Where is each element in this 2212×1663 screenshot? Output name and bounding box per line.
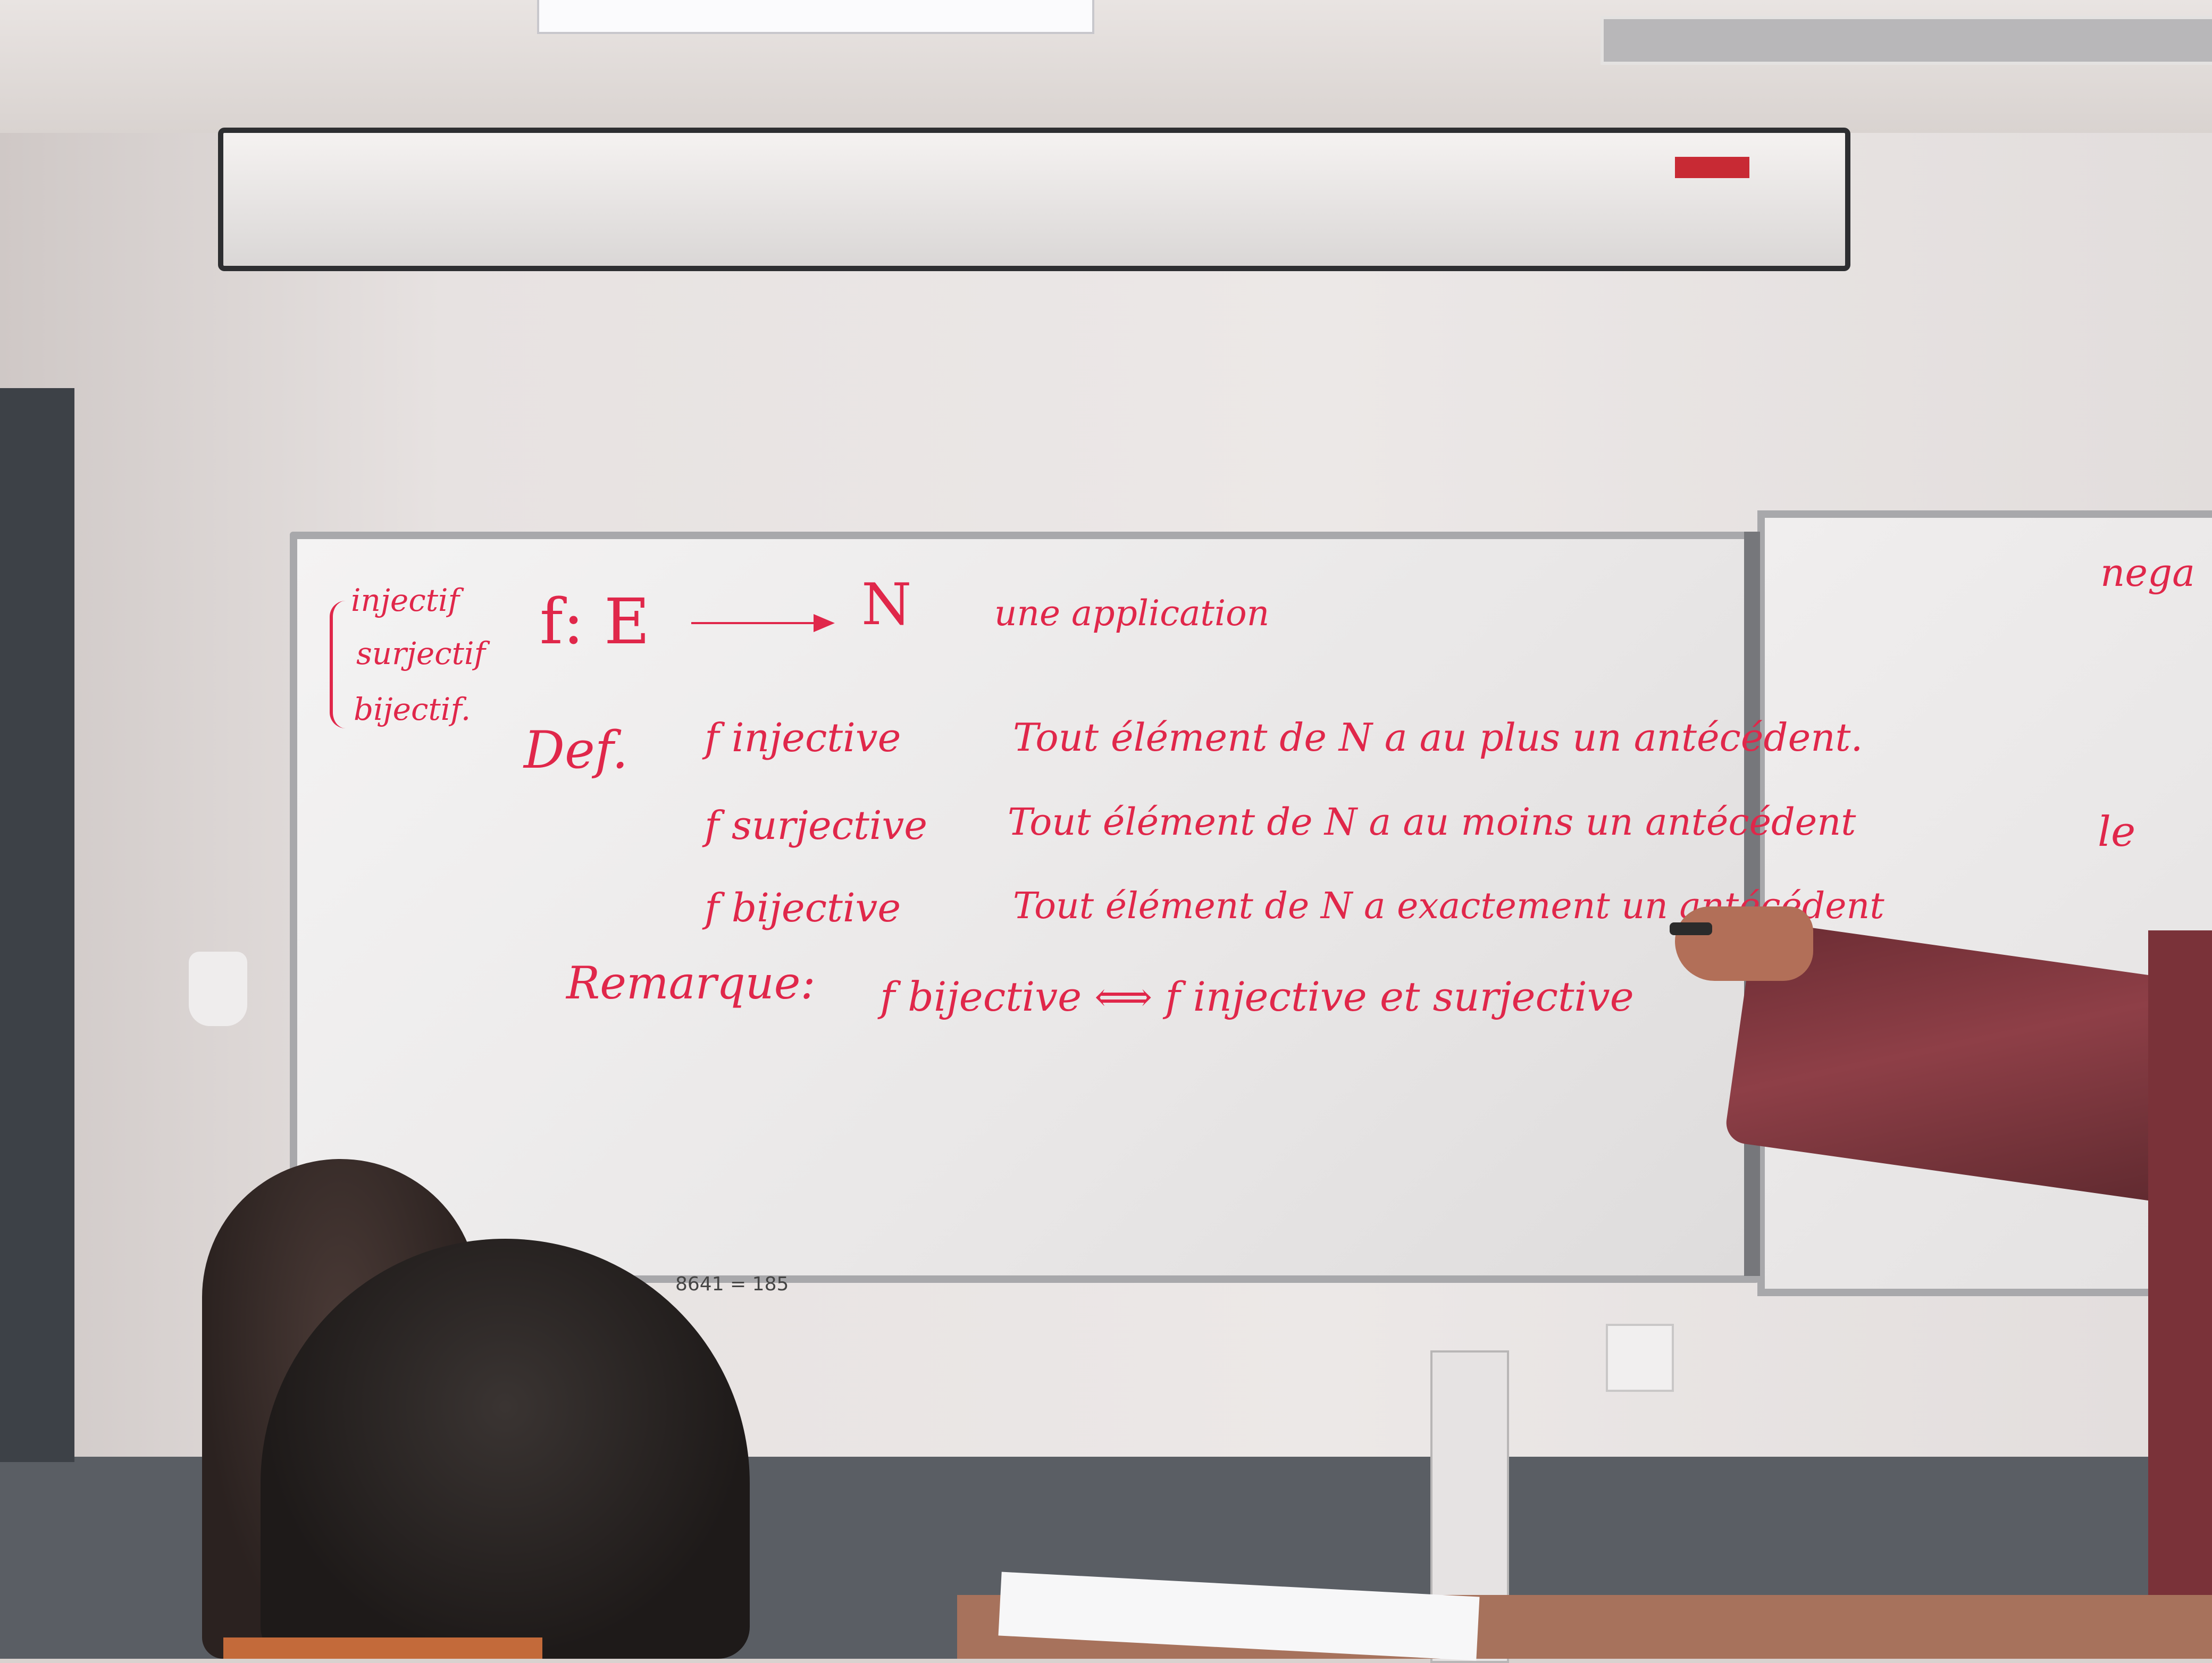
def-label: Def. (524, 720, 629, 780)
wall-scribble: 8641 = 185 (675, 1273, 789, 1295)
def-text-surjective: Tout élément de N a au moins un antécéde… (1008, 800, 1856, 844)
remark-label: Remarque: (566, 957, 816, 1009)
student-collar (223, 1637, 542, 1659)
air-vent (1601, 16, 2212, 65)
header-codomain: N (861, 572, 912, 638)
mapping-arrowhead (814, 614, 835, 632)
sidebar-word-bijectif: bijectif. (354, 691, 471, 727)
student-head-front (261, 1239, 750, 1659)
ceiling-light (537, 0, 1094, 34)
def-term-injective: f injective (705, 715, 901, 761)
def-term-surjective: f surjective (705, 803, 928, 849)
screen-brand-label (1675, 157, 1749, 178)
teacher-body (2148, 930, 2212, 1659)
whiteboard-marker (1670, 922, 1712, 935)
teacher-hand (1675, 906, 1813, 981)
whiteboard-main (290, 532, 1759, 1283)
sidebar-word-injectif: injectif (351, 582, 460, 618)
def-term-bijective: f bijective (705, 885, 901, 931)
door-frame (0, 388, 74, 1462)
whiteboard-divider (1744, 532, 1760, 1276)
sidebar-brace (330, 601, 347, 728)
right-board-word-nega: nega (2100, 550, 2195, 595)
remark-text: f bijective ⟺ f injective et surjective (880, 973, 1634, 1020)
light-switch (1606, 1324, 1674, 1392)
mapping-arrow (691, 622, 830, 624)
header-description: une application (994, 593, 1270, 634)
header-function: f: E (540, 585, 650, 658)
right-board-word-le: le (2098, 808, 2136, 856)
projector-screen-case (218, 128, 1850, 271)
def-text-injective: Tout élément de N a au plus un antécéden… (1013, 715, 1863, 760)
motion-sensor (189, 952, 247, 1026)
sidebar-word-surjectif: surjectif (356, 635, 485, 671)
